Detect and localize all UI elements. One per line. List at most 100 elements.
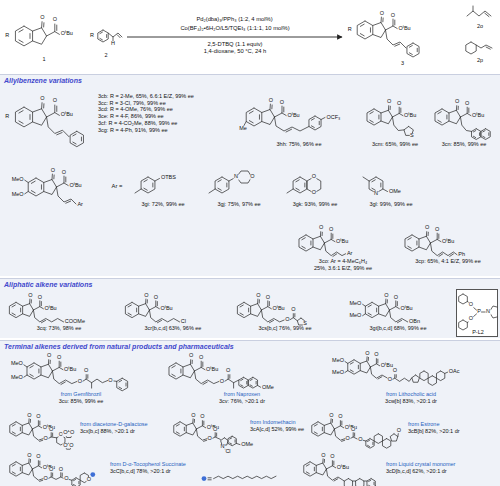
structure-drawing	[430, 87, 498, 159]
bond-line	[333, 461, 334, 465]
atom-label: OTBS	[161, 175, 177, 181]
atom-label: S	[410, 134, 414, 140]
reactant-structure: RH2	[88, 12, 124, 64]
atom-label: O	[43, 476, 48, 482]
compound-entry: MeOMeOOOOᵗBuOOOAcfrom Lithocholic acid3c…	[324, 347, 498, 411]
bond-line	[48, 472, 51, 478]
bond-line	[430, 243, 457, 256]
bond-line	[218, 180, 221, 182]
aromatic-ring	[299, 235, 313, 251]
bond-line	[389, 310, 407, 322]
bond-line	[353, 481, 356, 482]
bond-line	[203, 421, 204, 425]
alkyl-chain	[214, 476, 276, 478]
bond-line	[20, 467, 21, 471]
yield-text: 3cq: 73%, 98% ee	[2, 325, 116, 332]
aromatic-ring	[215, 177, 229, 193]
structure-drawing	[126, 163, 200, 221]
atom-label: O	[321, 453, 326, 459]
bond-line	[32, 460, 38, 469]
compound-caption: 3gk: 93%, 99% ee	[278, 201, 352, 208]
bond-line	[157, 302, 158, 306]
atom-label: O	[435, 227, 440, 233]
bond-line	[393, 26, 397, 29]
bond-line	[262, 110, 275, 125]
compound-entry: OOOᵗBuAr3co: Ar = 4-MeC₆H₄25%, 3.6:1 E/Z…	[290, 223, 396, 277]
atom-label: O	[250, 174, 255, 180]
atom-label: R	[5, 33, 10, 39]
bond-line	[321, 118, 325, 120]
structure-drawing	[462, 2, 498, 34]
bond-line	[261, 310, 284, 322]
bond-line	[32, 429, 43, 440]
bond-line	[419, 236, 430, 250]
atom-label: OBn	[409, 319, 421, 325]
bond-line	[376, 364, 379, 366]
compound-caption: 2o	[462, 23, 498, 30]
bond-line	[417, 48, 418, 51]
compound-entry: OOOᵗBuOOOOfrom Estrone3cB[b] 82%, >20:1 …	[304, 413, 498, 451]
bond-line	[376, 308, 377, 312]
yield-text: 3co: Ar = 4-MeC₆H₄	[290, 258, 396, 265]
bond-line	[12, 464, 15, 466]
atom-label: O	[387, 99, 392, 105]
bond-line	[41, 22, 42, 28]
bond-line	[229, 375, 230, 379]
bond-line	[233, 383, 234, 388]
bond-line	[479, 133, 480, 136]
bond-line	[483, 131, 485, 132]
compound-caption: from Lithocholic acid3cw[b] 83%, >20:1 d…	[324, 391, 498, 404]
yield-text: 3cs[b,c] 76%, 99% ee	[230, 325, 340, 332]
atom-label: OᵗBu	[336, 239, 349, 245]
bond-line	[392, 107, 399, 117]
bond-line	[73, 134, 76, 136]
bond-line	[354, 433, 355, 436]
bond-line	[48, 432, 51, 438]
bond-line	[450, 254, 454, 257]
bond-line	[332, 419, 333, 422]
atom-label: O	[268, 98, 273, 104]
bond-line	[314, 467, 315, 471]
bond-line	[368, 445, 370, 446]
atom-label: MeO	[349, 301, 362, 307]
bond-line	[362, 304, 365, 306]
atom-label: O	[465, 101, 470, 107]
atom-label: O	[64, 477, 69, 483]
bond-line	[192, 360, 193, 363]
yield-text: 3cn: 85%, 99% ee	[430, 141, 498, 148]
bond-line	[41, 185, 42, 189]
bond-line	[12, 305, 15, 307]
bond-line	[449, 110, 460, 124]
bond-line	[322, 232, 323, 235]
source-name: from Liquid crystal monomer	[386, 461, 496, 468]
bond-line	[86, 379, 108, 383]
ring	[390, 434, 398, 441]
bond-line	[383, 189, 388, 192]
bond-line	[314, 432, 317, 434]
bond-line	[30, 419, 31, 422]
bond-line	[135, 189, 141, 193]
compound-entry: MeOMeOOOOᵗBuOOOfrom Gemfibrozil3cu: 85%,…	[2, 353, 160, 411]
atom-label: O	[84, 368, 89, 374]
bond-line	[473, 6, 474, 11]
bond-line	[240, 305, 243, 307]
bond-line	[379, 304, 390, 317]
bond-line	[438, 120, 441, 122]
bond-line	[306, 472, 309, 474]
yield-text: 3gl: 99%, 99% ee	[354, 201, 428, 208]
bond-line	[473, 136, 475, 137]
bond-line	[296, 180, 299, 182]
aromatic-ring	[9, 302, 22, 317]
bond-line	[22, 423, 32, 435]
aryl-group: OTBS3gi: 72%, 99% ee	[126, 163, 200, 221]
bond-line	[48, 359, 49, 364]
bond-line	[24, 365, 27, 367]
aromatic-ring	[98, 30, 108, 42]
bond-line	[269, 320, 273, 322]
bond-line	[290, 313, 293, 320]
atom-label: O	[189, 353, 194, 359]
bond-line	[12, 472, 15, 474]
bond-line	[310, 241, 311, 245]
reactant-structure: OOOᵗBuR1	[2, 8, 86, 70]
bond-line	[56, 106, 57, 111]
